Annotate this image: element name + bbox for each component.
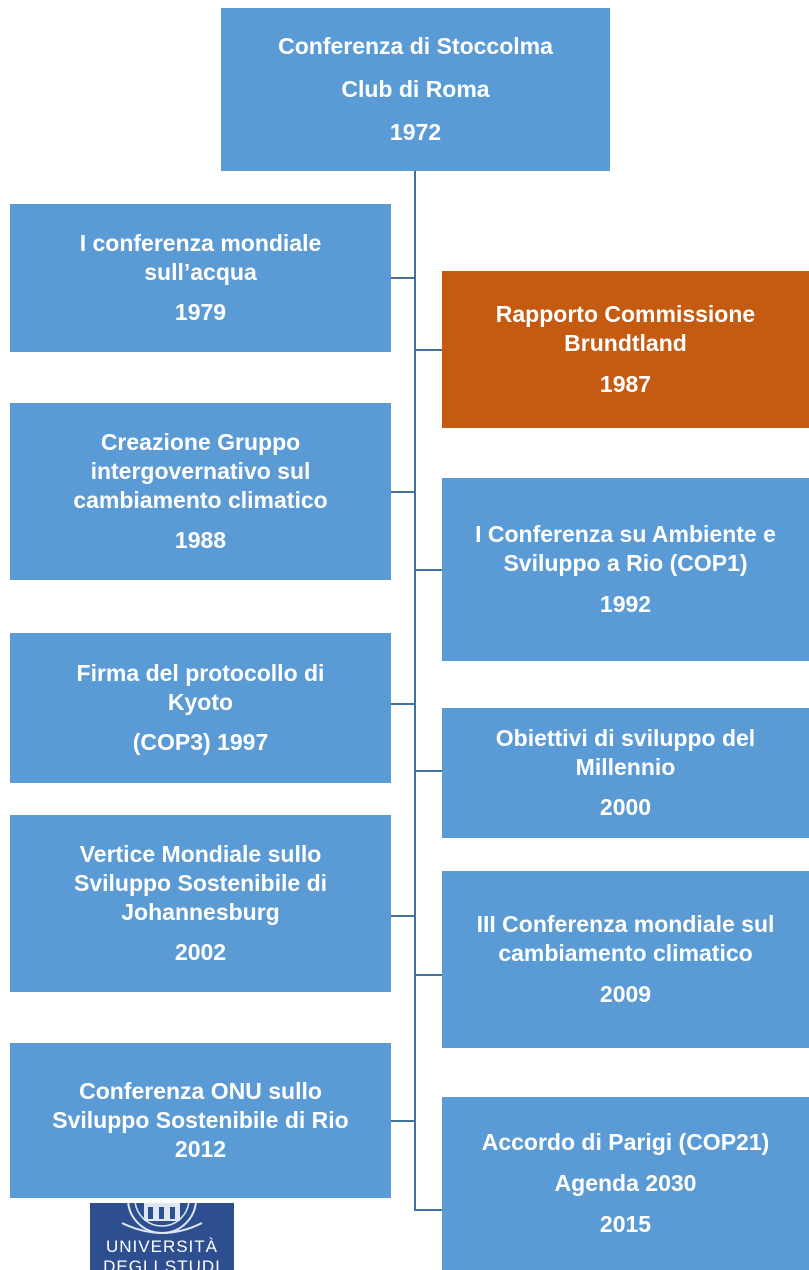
event-1987-line-2: Brundtland	[564, 330, 687, 357]
event-1992-line-2: Sviluppo a Rio (COP1)	[503, 550, 748, 577]
event-1988-year: 1988	[174, 527, 227, 554]
event-2002-line-2: Sviluppo Sostenibile di	[73, 869, 328, 896]
event-2000-line-1: Obiettivi di sviluppo del	[495, 724, 756, 751]
connector-left-2002	[391, 915, 415, 917]
event-2012-line-2: Sviluppo Sostenibile di Rio	[52, 1107, 349, 1134]
event-box-1992: I Conferenza su Ambiente e Sviluppo a Ri…	[442, 478, 809, 661]
event-1997-line-1: Firma del protocollo di	[76, 659, 325, 686]
event-1987-year: 1987	[599, 370, 652, 397]
university-seal-icon	[121, 1203, 203, 1234]
event-2012-line-1: Conferenza ONU sullo	[79, 1078, 322, 1105]
root-line-3: 1972	[389, 118, 442, 145]
event-2000-year: 2000	[599, 794, 652, 821]
connector-right-1987	[414, 349, 442, 351]
logo-text-line-1: UNIVERSITÀ	[105, 1237, 219, 1256]
root-line-2: Club di Roma	[341, 76, 490, 103]
event-box-2009: III Conferenza mondiale sul cambiamento …	[442, 871, 809, 1048]
event-box-2002: Vertice Mondiale sullo Sviluppo Sostenib…	[10, 815, 391, 992]
event-1988-line-1: Creazione Gruppo	[100, 429, 301, 455]
event-box-2015: Accordo di Parigi (COP21) Agenda 2030 20…	[442, 1097, 809, 1270]
root-line-1: Conferenza di Stoccolma	[278, 33, 553, 60]
logo-text-line-2: DEGLI STUDI	[103, 1256, 221, 1270]
event-box-1997: Firma del protocollo di Kyoto (COP3) 199…	[10, 633, 391, 783]
event-1979-line-1: I conferenza mondiale	[79, 229, 322, 256]
event-1997-year: (COP3) 1997	[132, 729, 269, 756]
event-2000-line-2: Millennio	[575, 753, 676, 780]
event-2015-line-1: Accordo di Parigi (COP21)	[481, 1129, 770, 1156]
connector-right-1992	[414, 569, 442, 571]
event-box-1979: I conferenza mondiale sull’acqua 1979	[10, 204, 391, 352]
connector-left-1988	[391, 491, 415, 493]
event-2015-line-2: Agenda 2030	[554, 1170, 697, 1197]
event-2002-year: 2002	[174, 939, 227, 966]
connector-right-2009	[414, 974, 442, 976]
event-2009-line-2: cambiamento climatico	[498, 940, 753, 967]
event-1992-year: 1992	[599, 590, 652, 617]
event-2002-line-3: Johannesburg	[121, 898, 280, 925]
timeline-spine	[414, 171, 416, 1211]
event-2009-line-1: III Conferenza mondiale sul	[476, 911, 775, 938]
event-box-2000: Obiettivi di sviluppo del Millennio 2000	[442, 708, 809, 838]
event-1979-year: 1979	[174, 299, 227, 326]
event-2012-line-3: 2012	[174, 1135, 227, 1162]
event-1992-line-1: I Conferenza su Ambiente e	[475, 521, 776, 548]
event-box-2012: Conferenza ONU sullo Sviluppo Sostenibil…	[10, 1043, 391, 1198]
event-2015-year: 2015	[599, 1210, 652, 1237]
event-1988-line-2: intergovernativo sul	[90, 457, 311, 484]
event-1987-line-1: Rapporto Commissione	[495, 301, 756, 328]
root-event-box: Conferenza di Stoccolma Club di Roma 197…	[221, 8, 610, 171]
event-1997-line-2: Kyoto	[167, 688, 234, 715]
connector-left-1997	[391, 703, 415, 705]
event-1979-line-2: sull’acqua	[144, 258, 257, 285]
event-box-1988: Creazione Gruppo intergovernativo sul ca…	[10, 403, 391, 580]
event-1988-line-3: cambiamento climatico	[73, 486, 328, 513]
event-2009-year: 2009	[599, 980, 652, 1007]
event-box-1987: Rapporto Commissione Brundtland 1987	[442, 271, 809, 428]
connector-right-2015	[414, 1209, 442, 1211]
connector-left-1979	[391, 277, 415, 279]
event-2002-line-1: Vertice Mondiale sullo	[79, 841, 322, 867]
connector-left-2012	[391, 1120, 415, 1122]
connector-right-2000	[414, 770, 442, 772]
university-logo: UNIVERSITÀ DEGLI STUDI	[90, 1203, 234, 1270]
